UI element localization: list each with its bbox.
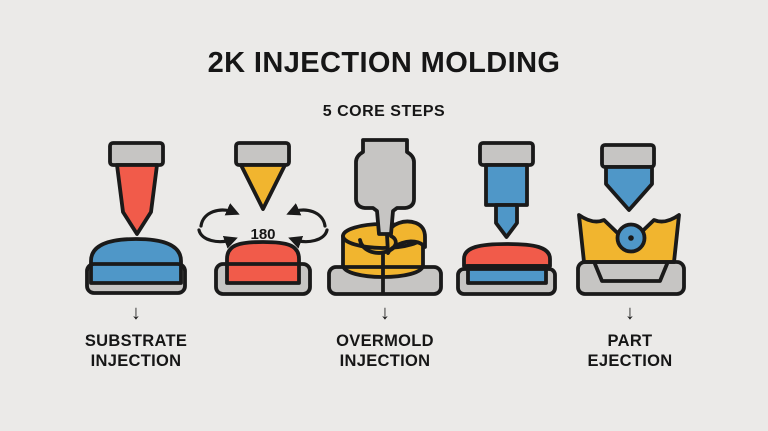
substrate-dome [89, 237, 183, 285]
step-second-shot-illustration [456, 141, 557, 296]
nozzle-tip-blue [494, 203, 519, 239]
page-subtitle: 5 CORE STEPS [322, 103, 446, 120]
mold-base-outline [214, 262, 312, 296]
overmold-swirl-line [358, 234, 398, 255]
injection-nozzle [600, 143, 656, 212]
nozzle-tip-yellow [239, 163, 287, 211]
mold-and-substrate [85, 237, 187, 295]
mold-and-two-material-part [456, 242, 557, 296]
mold-base-outline [327, 265, 443, 296]
mold-base-outline [456, 267, 557, 296]
label-line-2: INJECTION [339, 352, 431, 370]
step-part-ejection-illustration [576, 143, 686, 296]
mold-base-outline [85, 262, 187, 295]
page-title: 2K INJECTION MOLDING [207, 47, 561, 79]
injection-nozzle-long [354, 138, 416, 236]
overmold-layer-red [462, 242, 552, 268]
label-line-1: PART [607, 332, 653, 350]
mold-base-outline [576, 260, 686, 296]
rotation-arrow-right-icon [286, 203, 329, 249]
rotation-arc-top [199, 203, 240, 228]
down-arrow-icon: ↓ [131, 302, 141, 324]
rotation-arrow-left-icon [197, 203, 240, 249]
label-line-1: OVERMOLD [336, 332, 434, 350]
injection-nozzle [108, 141, 165, 236]
rotation-arc-top [286, 203, 327, 228]
label-part-ejection: ↓ PART EJECTION [540, 302, 720, 371]
down-arrow-icon: ↓ [380, 302, 390, 324]
injection-nozzle [478, 141, 535, 239]
down-arrow-icon: ↓ [625, 302, 635, 324]
mold-base-fill [578, 262, 684, 294]
nozzle-cap [478, 141, 535, 167]
ejection-cradle-and-part [576, 213, 686, 296]
mold-and-part [214, 240, 312, 296]
label-line-2: EJECTION [587, 352, 673, 370]
nozzle-cap [108, 141, 165, 167]
ejection-cradle-yellow [577, 213, 681, 264]
step-overmold-injection-illustration [327, 138, 443, 296]
step-mold-rotation-illustration: 180 [197, 141, 329, 296]
label-overmold-injection: ↓ OVERMOLD INJECTION [295, 302, 475, 371]
nozzle-tip-blue [604, 165, 654, 212]
injection-nozzle [234, 141, 291, 211]
ejected-part-ball-dot [628, 235, 634, 241]
rotation-arc-bottom [288, 228, 329, 249]
nozzle-tip-red [115, 163, 159, 236]
nozzle-cap [600, 143, 656, 169]
base-recess-lines [593, 262, 669, 283]
rotation-degrees-text: 180 [250, 226, 275, 243]
rotation-arc-bottom [197, 228, 238, 249]
label-line-1: SUBSTRATE [84, 332, 188, 350]
label-substrate-injection: ↓ SUBSTRATE INJECTION [46, 302, 226, 371]
nozzle-barrel-blue [484, 163, 529, 207]
label-line-2: INJECTION [90, 352, 182, 370]
step-substrate-injection-illustration [85, 141, 187, 295]
nozzle-cap [234, 141, 291, 167]
